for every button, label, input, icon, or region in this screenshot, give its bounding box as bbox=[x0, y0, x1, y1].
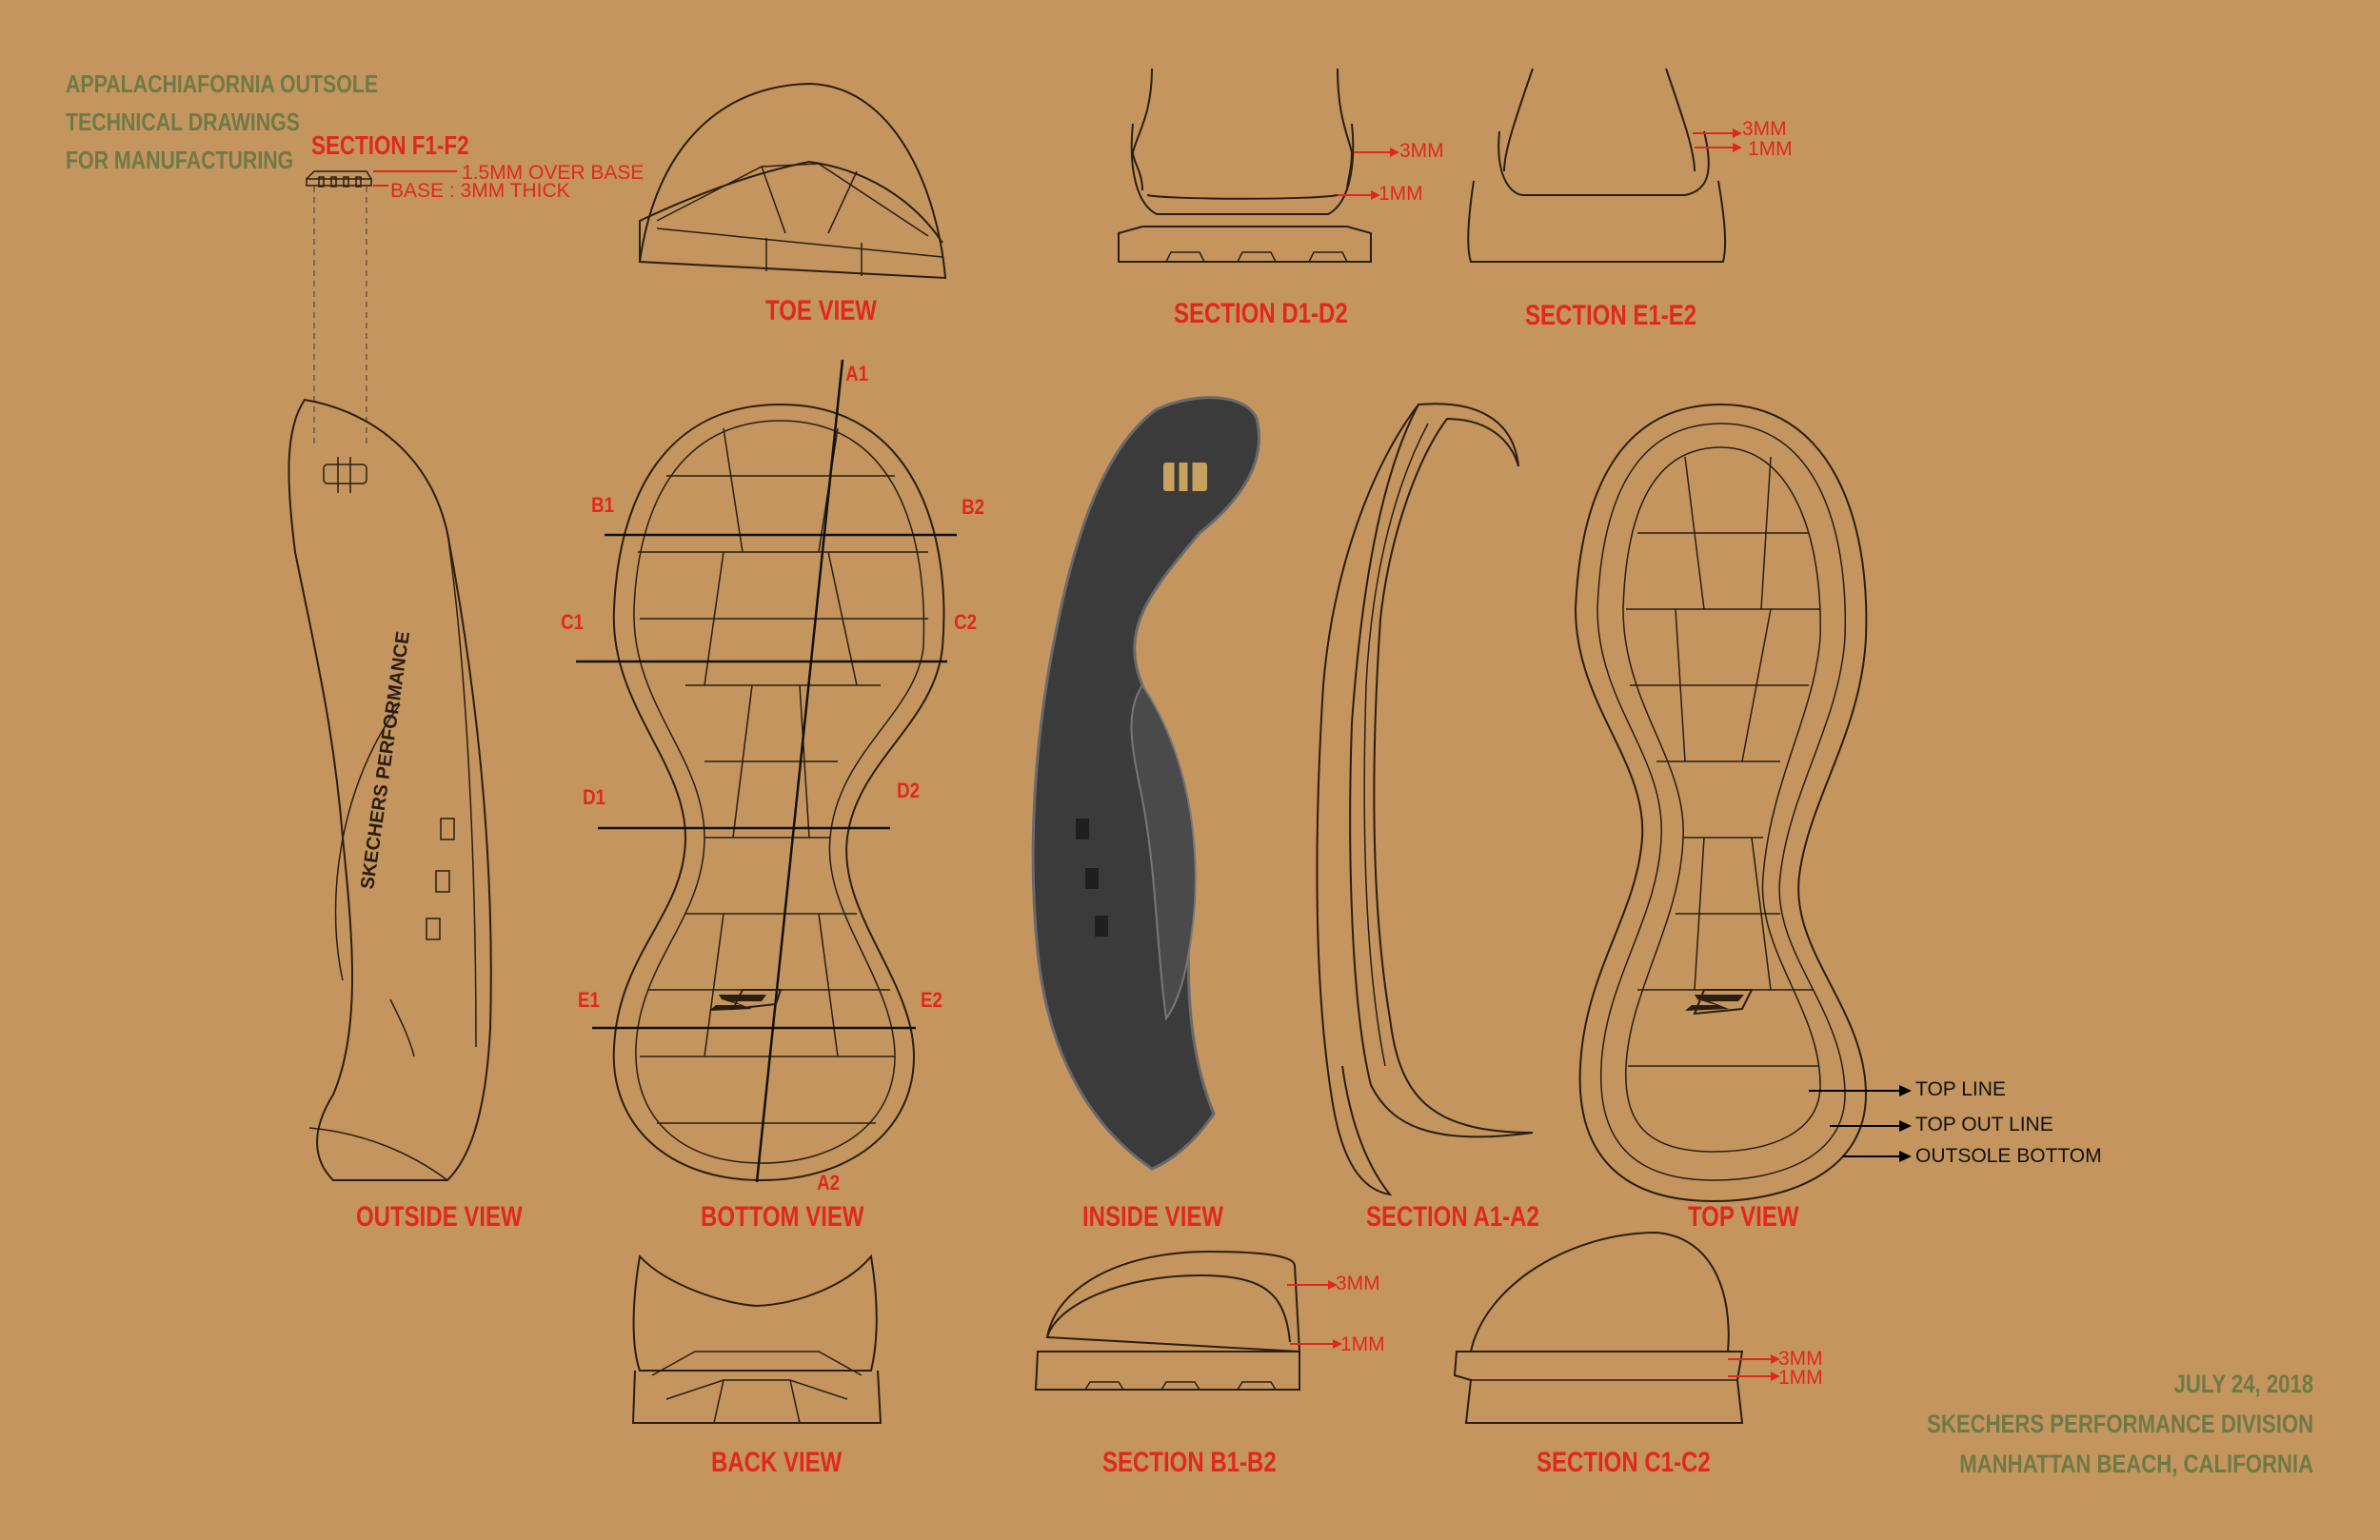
dim-c-1mm: 1MM bbox=[1778, 1367, 1823, 1389]
section-f-over-base: 1.5MM OVER BASE bbox=[462, 162, 645, 184]
label-inside-view: INSIDE VIEW bbox=[1082, 1201, 1224, 1233]
top-view-drawing bbox=[1574, 403, 1868, 1203]
dim-b-1mm: 1MM bbox=[1340, 1333, 1385, 1355]
label-section-d: SECTION D1-D2 bbox=[1174, 298, 1348, 329]
label-section-b: SECTION B1-B2 bbox=[1102, 1447, 1277, 1478]
section-f-title: SECTION F1-F2 bbox=[311, 130, 469, 160]
legend-outsole-bottom: OUTSOLE BOTTOM bbox=[1915, 1145, 2102, 1167]
title-line-2: TECHNICAL DRAWINGS bbox=[66, 108, 300, 136]
dim-b-3mm: 3MM bbox=[1336, 1273, 1380, 1294]
legend-top-out-line: TOP OUT LINE bbox=[1915, 1114, 2053, 1135]
dim-c-3mm: 3MM bbox=[1778, 1348, 1823, 1370]
ref-b2: B2 bbox=[962, 495, 985, 519]
footer-division: SKECHERS PERFORMANCE DIVISION bbox=[1927, 1410, 2313, 1438]
ref-a1: A1 bbox=[845, 362, 869, 385]
section-b1-b2-drawing bbox=[1034, 1250, 1333, 1391]
side-brand-logo: SKECHERS PERFORMANCE bbox=[357, 630, 414, 891]
side-brand-logo-text: SKECHERS PERFORMANCE bbox=[357, 630, 414, 891]
dimension-arrowheads bbox=[1328, 128, 1780, 1381]
label-back-view: BACK VIEW bbox=[711, 1447, 843, 1478]
ref-c1: C1 bbox=[561, 610, 585, 634]
drawing-title: APPALACHIAFORNIA OUTSOLE TECHNICAL DRAWI… bbox=[66, 65, 378, 179]
bottom-view-drawing bbox=[576, 359, 957, 1183]
ref-a2: A2 bbox=[817, 1171, 841, 1194]
back-view-drawing bbox=[631, 1254, 883, 1424]
outside-view-drawing bbox=[288, 398, 492, 1181]
footer-location: MANHATTAN BEACH, CALIFORNIA bbox=[1959, 1450, 2313, 1478]
label-section-e: SECTION E1-E2 bbox=[1525, 300, 1697, 331]
footer-date: JULY 24, 2018 bbox=[2173, 1370, 2313, 1398]
section-d1-d2-drawing bbox=[1118, 68, 1390, 263]
dim-d-3mm: 3MM bbox=[1399, 140, 1444, 162]
label-section-a: SECTION A1-A2 bbox=[1366, 1201, 1539, 1233]
section-a1-a2-drawing bbox=[1316, 403, 1534, 1196]
dim-e-1mm: 1MM bbox=[1748, 138, 1793, 160]
section-f1-f2-drawing bbox=[306, 170, 457, 447]
ref-d1: D1 bbox=[583, 785, 606, 809]
ref-d2: D2 bbox=[897, 779, 921, 802]
ref-b1: B1 bbox=[591, 493, 615, 517]
section-c1-c2-drawing bbox=[1453, 1231, 1771, 1424]
label-outside-view: OUTSIDE VIEW bbox=[356, 1201, 523, 1233]
legend-arrows bbox=[1809, 1085, 1912, 1162]
dim-d-1mm: 1MM bbox=[1378, 183, 1423, 205]
ref-e2: E2 bbox=[921, 988, 942, 1012]
section-e1-e2-drawing bbox=[1467, 68, 1733, 263]
label-bottom-view: BOTTOM VIEW bbox=[701, 1201, 864, 1233]
toe-view-drawing bbox=[638, 82, 947, 280]
skechers-logo-icon bbox=[709, 995, 1744, 1011]
footer-block: JULY 24, 2018 SKECHERS PERFORMANCE DIVIS… bbox=[1927, 1364, 2313, 1484]
section-f-base: BASE : 3MM THICK bbox=[390, 180, 570, 202]
title-line-3: FOR MANUFACTURING bbox=[66, 146, 294, 174]
legend-top-line: TOP LINE bbox=[1915, 1078, 2006, 1100]
dim-e-3mm: 3MM bbox=[1742, 118, 1787, 140]
label-top-view: TOP VIEW bbox=[1688, 1201, 1799, 1233]
label-section-c: SECTION C1-C2 bbox=[1537, 1447, 1711, 1478]
title-line-1: APPALACHIAFORNIA OUTSOLE bbox=[66, 69, 379, 98]
inside-view-drawing bbox=[1031, 396, 1260, 1171]
ref-c2: C2 bbox=[954, 610, 978, 634]
label-toe-view: TOE VIEW bbox=[765, 295, 877, 326]
ref-e1: E1 bbox=[578, 988, 600, 1012]
